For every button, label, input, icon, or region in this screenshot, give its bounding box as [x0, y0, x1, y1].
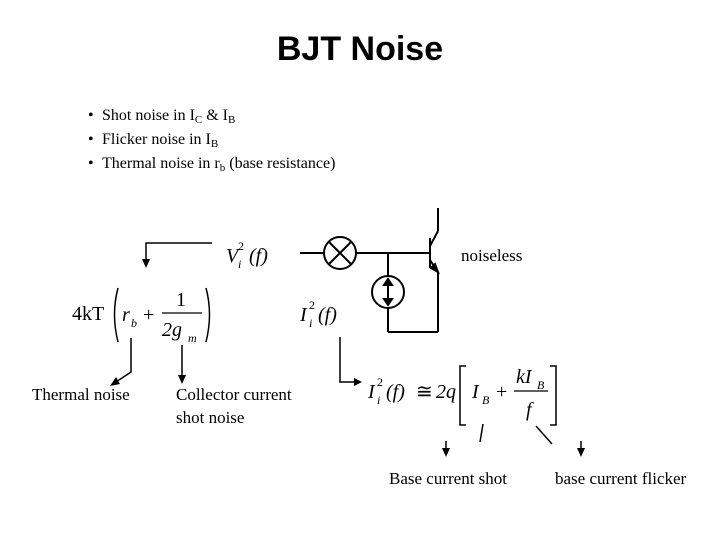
svg-text:m: m	[188, 331, 197, 345]
svg-text:B: B	[537, 378, 545, 392]
rb-leader	[115, 338, 132, 383]
thermal-expression: 4kT r b + 1 2g m	[72, 287, 211, 345]
svg-text:≅: ≅	[416, 381, 433, 403]
leader-lines	[115, 242, 582, 451]
thermal-noise-label: Thermal noise	[32, 385, 130, 404]
svg-text:f: f	[526, 399, 534, 421]
collector-current-label: Collector current	[176, 385, 292, 404]
current-noise-source	[371, 275, 405, 309]
svg-text:i: i	[309, 316, 312, 330]
base-current-shot-label: Base current shot	[389, 469, 507, 488]
arrowheads	[110, 259, 585, 457]
svg-text:2: 2	[377, 375, 383, 389]
kib-leader	[535, 425, 553, 445]
svg-text:(f): (f)	[318, 304, 337, 326]
ib-leader	[479, 423, 484, 443]
svg-text:(f): (f)	[386, 381, 405, 403]
svg-text:1: 1	[176, 289, 186, 311]
svg-text:(f): (f)	[249, 245, 268, 267]
bullet-item: •Thermal noise in rb (base resistance)	[88, 155, 336, 174]
svg-text:i: i	[238, 257, 241, 271]
ii-leader	[339, 337, 356, 383]
svg-text:2: 2	[238, 239, 244, 253]
svg-text:2q: 2q	[436, 381, 456, 403]
svg-text:2g: 2g	[162, 319, 182, 341]
svg-text:I: I	[299, 304, 308, 326]
vi-expression: V 2 i (f)	[226, 239, 268, 271]
page-title: BJT Noise	[276, 30, 444, 68]
svg-text:b: b	[131, 316, 137, 330]
ii-expression: I 2 i (f)	[299, 298, 337, 330]
bullet-list: •Shot noise in IC & IB •Flicker noise in…	[88, 106, 335, 178]
svg-text:i: i	[377, 393, 380, 407]
svg-text:I: I	[367, 381, 376, 403]
circuit	[300, 208, 440, 333]
bullet-item: •Shot noise in IC & IB	[88, 107, 236, 126]
svg-text:4kT: 4kT	[72, 303, 104, 325]
vi-leader	[145, 242, 212, 262]
svg-text:kI: kI	[516, 366, 533, 388]
shot-noise-label: shot noise	[176, 408, 244, 427]
svg-text:B: B	[482, 393, 490, 407]
base-current-equation: I 2 i (f) ≅ 2q I B + kI B f	[367, 365, 557, 426]
bullet-item: •Flicker noise in IB	[88, 131, 219, 150]
svg-text:r: r	[122, 304, 130, 326]
labels: noiseless Thermal noise Collector curren…	[32, 246, 687, 488]
svg-text:I: I	[471, 381, 480, 403]
svg-text:V: V	[226, 245, 241, 267]
svg-text:+: +	[143, 304, 154, 326]
svg-text:2: 2	[309, 298, 315, 312]
voltage-noise-source	[323, 236, 357, 270]
transistor-symbol	[429, 208, 440, 275]
base-current-flicker-label: base current flicker	[555, 469, 687, 488]
noiseless-label: noiseless	[461, 246, 522, 265]
svg-text:+: +	[496, 381, 507, 403]
